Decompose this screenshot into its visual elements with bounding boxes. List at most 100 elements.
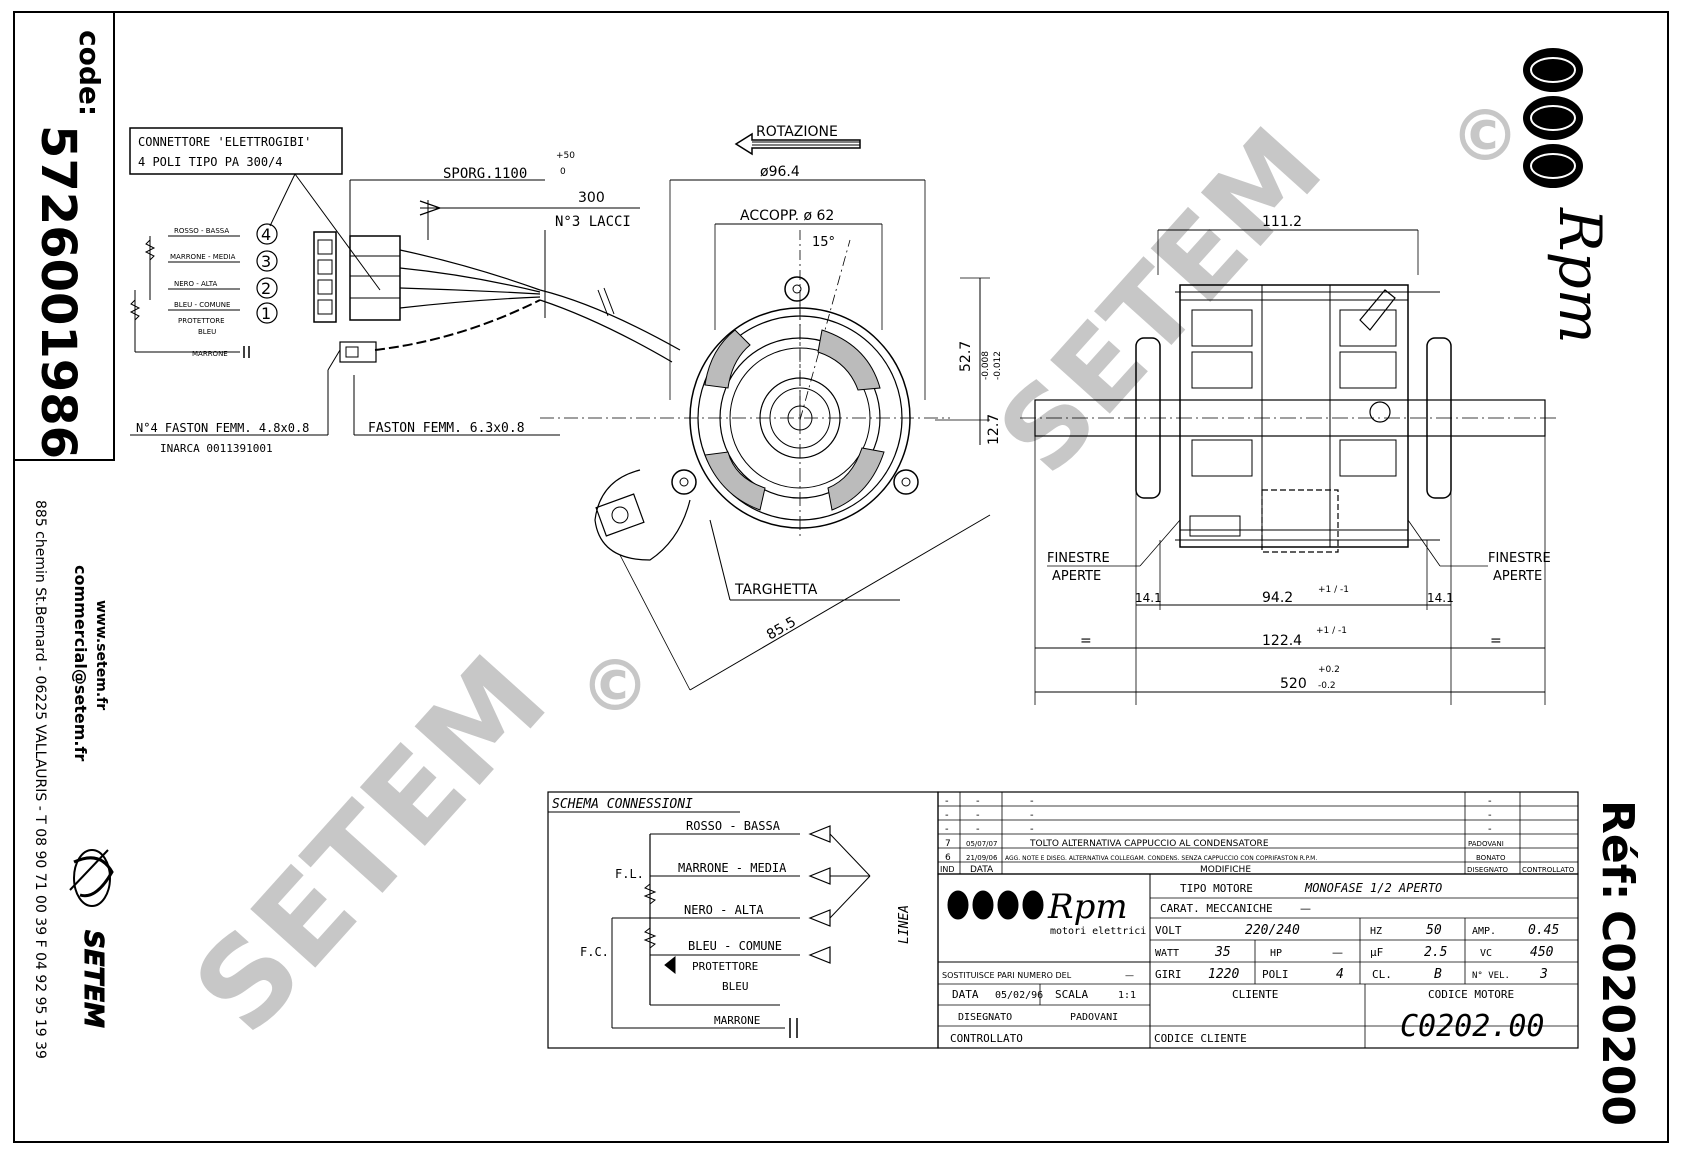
- dim-122-tol: +1 / -1: [1316, 626, 1347, 636]
- schema-linea: LINEA: [897, 905, 912, 944]
- setem-logo-text: SETEM: [78, 930, 108, 1028]
- carat-value: —: [1300, 902, 1311, 915]
- schema-marrone-media: MARRONE - MEDIA: [678, 861, 787, 875]
- watermarks: SETEM © SETEM ©: [168, 95, 1520, 1059]
- codice-motore-label: CODICE MOTORE: [1428, 988, 1514, 1001]
- data-value: 05/02/96: [995, 990, 1043, 1001]
- watermark-symbol-1: ©: [1450, 95, 1520, 177]
- schema-connessioni: SCHEMA CONNESSIONI ROSSO - BASSA MARRONE…: [547, 791, 939, 1049]
- rotation-label: ROTAZIONE: [756, 124, 838, 140]
- cl-label: CL.: [1372, 968, 1392, 981]
- rev-row-1-dis: -: [1488, 796, 1492, 807]
- rev-row-1-ind: -: [945, 796, 949, 807]
- dim-12-label: 12.7: [986, 414, 1002, 445]
- rev-row-4-desc: TOLTO ALTERNATIVA CAPPUCCIO AL CONDENSAT…: [1029, 839, 1269, 849]
- rev-row-4-ind: 7: [945, 839, 951, 849]
- rev-header-data: DATA: [970, 865, 994, 875]
- hp-value: —: [1332, 946, 1343, 959]
- codice-motore-value: C0202.00: [1400, 1009, 1545, 1044]
- wire-protettore-label: PROTETTORE: [178, 317, 225, 325]
- wire-label-1: ROSSO - BASSA: [174, 227, 229, 235]
- finestre-left-line2: APERTE: [1052, 569, 1101, 584]
- rev-row-3-desc: -: [1030, 824, 1034, 835]
- dim-520-tol-lower: -0.2: [1318, 681, 1336, 691]
- hp-label: HP: [1270, 948, 1282, 959]
- poli-label: POLI: [1262, 968, 1289, 981]
- schema-protettore: PROTETTORE: [692, 960, 758, 973]
- title-block-logo-icon: [947, 890, 1044, 920]
- watt-value: 35: [1214, 945, 1231, 960]
- rev-row-5-data: 21/09/06: [966, 854, 998, 862]
- faston-1-label: N°4 FASTON FEMM. 4.8x0.8: [136, 421, 309, 435]
- rev-row-4-dis: PADOVANI: [1468, 840, 1504, 848]
- dim-520-tol-upper: +0.2: [1318, 665, 1340, 675]
- watermark-setem-2: SETEM: [168, 631, 574, 1060]
- giri-value: 1220: [1208, 967, 1239, 982]
- schema-title: SCHEMA CONNESSIONI: [552, 797, 693, 812]
- tipo-motore-value: MONOFASE 1/2 APERTO: [1304, 881, 1442, 895]
- side-view: 111.2 FINESTRE APERTE: [1020, 214, 1560, 705]
- website-text[interactable]: www.setem.fr: [93, 600, 109, 710]
- rev-row-2-ind: -: [945, 810, 949, 821]
- rev-header-disegnato: DISEGNATO: [1467, 866, 1509, 874]
- codice-cliente-label: CODICE CLIENTE: [1154, 1032, 1247, 1045]
- angle-15-label: 15°: [812, 235, 835, 250]
- rev-header-modifiche: MODIFICHE: [1200, 865, 1251, 875]
- code-value: 5726001986: [30, 125, 86, 459]
- schema-marrone: MARRONE: [714, 1014, 760, 1027]
- controllato-label: CONTROLLATO: [950, 1032, 1023, 1045]
- rev-row-5-dis: BONATO: [1476, 854, 1506, 862]
- dim-94-tol: +1 / -1: [1318, 585, 1349, 595]
- hz-value: 50: [1426, 923, 1442, 938]
- scala-label: SCALA: [1055, 988, 1088, 1001]
- eq-left-label: =: [1080, 633, 1092, 649]
- dim-520-label: 520: [1280, 676, 1307, 692]
- disegnato-value: PADOVANI: [1070, 1012, 1118, 1023]
- email-text[interactable]: commercial@setem.fr: [71, 565, 90, 761]
- rpm-logo-icon: [1523, 48, 1583, 188]
- right-panel: Rpm Réf: C020200: [1523, 48, 1643, 1126]
- giri-label: GIRI: [1155, 968, 1182, 981]
- rev-row-3-data: -: [976, 824, 980, 835]
- eq-right-label: =: [1490, 633, 1502, 649]
- schema-fl: F.L.: [615, 867, 644, 881]
- volt-label: VOLT: [1155, 924, 1182, 937]
- rev-row-1-desc: -: [1030, 796, 1034, 807]
- title-block-brand-sub: motori elettrici: [1050, 926, 1146, 937]
- pin-number-2: 2: [261, 279, 271, 298]
- dim-94-label: 94.2: [1262, 590, 1293, 606]
- rev-row-3-ind: -: [945, 824, 949, 835]
- hz-label: HZ: [1370, 926, 1382, 937]
- rev-header-controllato: CONTROLLATO: [1522, 866, 1575, 874]
- watt-label: WATT: [1155, 948, 1179, 959]
- uf-value: 2.5: [1424, 945, 1448, 960]
- schema-bleu-comune: BLEU - COMUNE: [688, 939, 782, 953]
- wire-label-3: NERO - ALTA: [174, 280, 217, 288]
- rev-header-ind: IND: [940, 865, 955, 874]
- left-panel: code: 5726001986 www.setem.fr commercial…: [13, 11, 115, 1059]
- watermark-symbol-2: ©: [580, 645, 650, 727]
- targhetta-label: TARGHETTA: [734, 582, 818, 598]
- dia-96-label: ø96.4: [760, 164, 800, 180]
- faston-1-code: INARCA 0011391001: [160, 442, 273, 455]
- schema-bleu: BLEU: [722, 980, 749, 993]
- sporg-dim: SPORG.1100: [443, 166, 527, 182]
- title-block: Rpm motori elettrici TIPO MOTORE MONOFAS…: [937, 873, 1579, 1049]
- scala-value: 1:1: [1118, 990, 1136, 1001]
- code-label: code:: [73, 30, 106, 116]
- setem-logo-icon: [69, 849, 114, 907]
- sostituisce-label: SOSTITUISCE PARI NUMERO DEL: [942, 971, 1072, 980]
- amp-label: AMP.: [1472, 926, 1496, 937]
- faston-2-label: FASTON FEMM. 6.3x0.8: [368, 421, 525, 436]
- data-label: DATA: [952, 988, 979, 1001]
- wire-bleu-label: BLEU: [198, 328, 216, 336]
- front-view: ROTAZIONE SPORG.1100 +50 0 300 N°3 LACCI…: [419, 124, 1003, 691]
- cl-value: B: [1434, 967, 1442, 982]
- rev-row-2-data: -: [976, 810, 980, 821]
- dim-122-label: 122.4: [1262, 633, 1302, 649]
- dim-85-label: 85.5: [764, 614, 799, 643]
- rev-row-4-data: 05/07/07: [966, 840, 997, 848]
- ref-label: Réf:: [1592, 800, 1643, 900]
- rev-row-2-desc: -: [1030, 810, 1034, 821]
- revisions-table: - - - - - - - - - - - - 7 05/07/07 TOLTO…: [937, 791, 1579, 875]
